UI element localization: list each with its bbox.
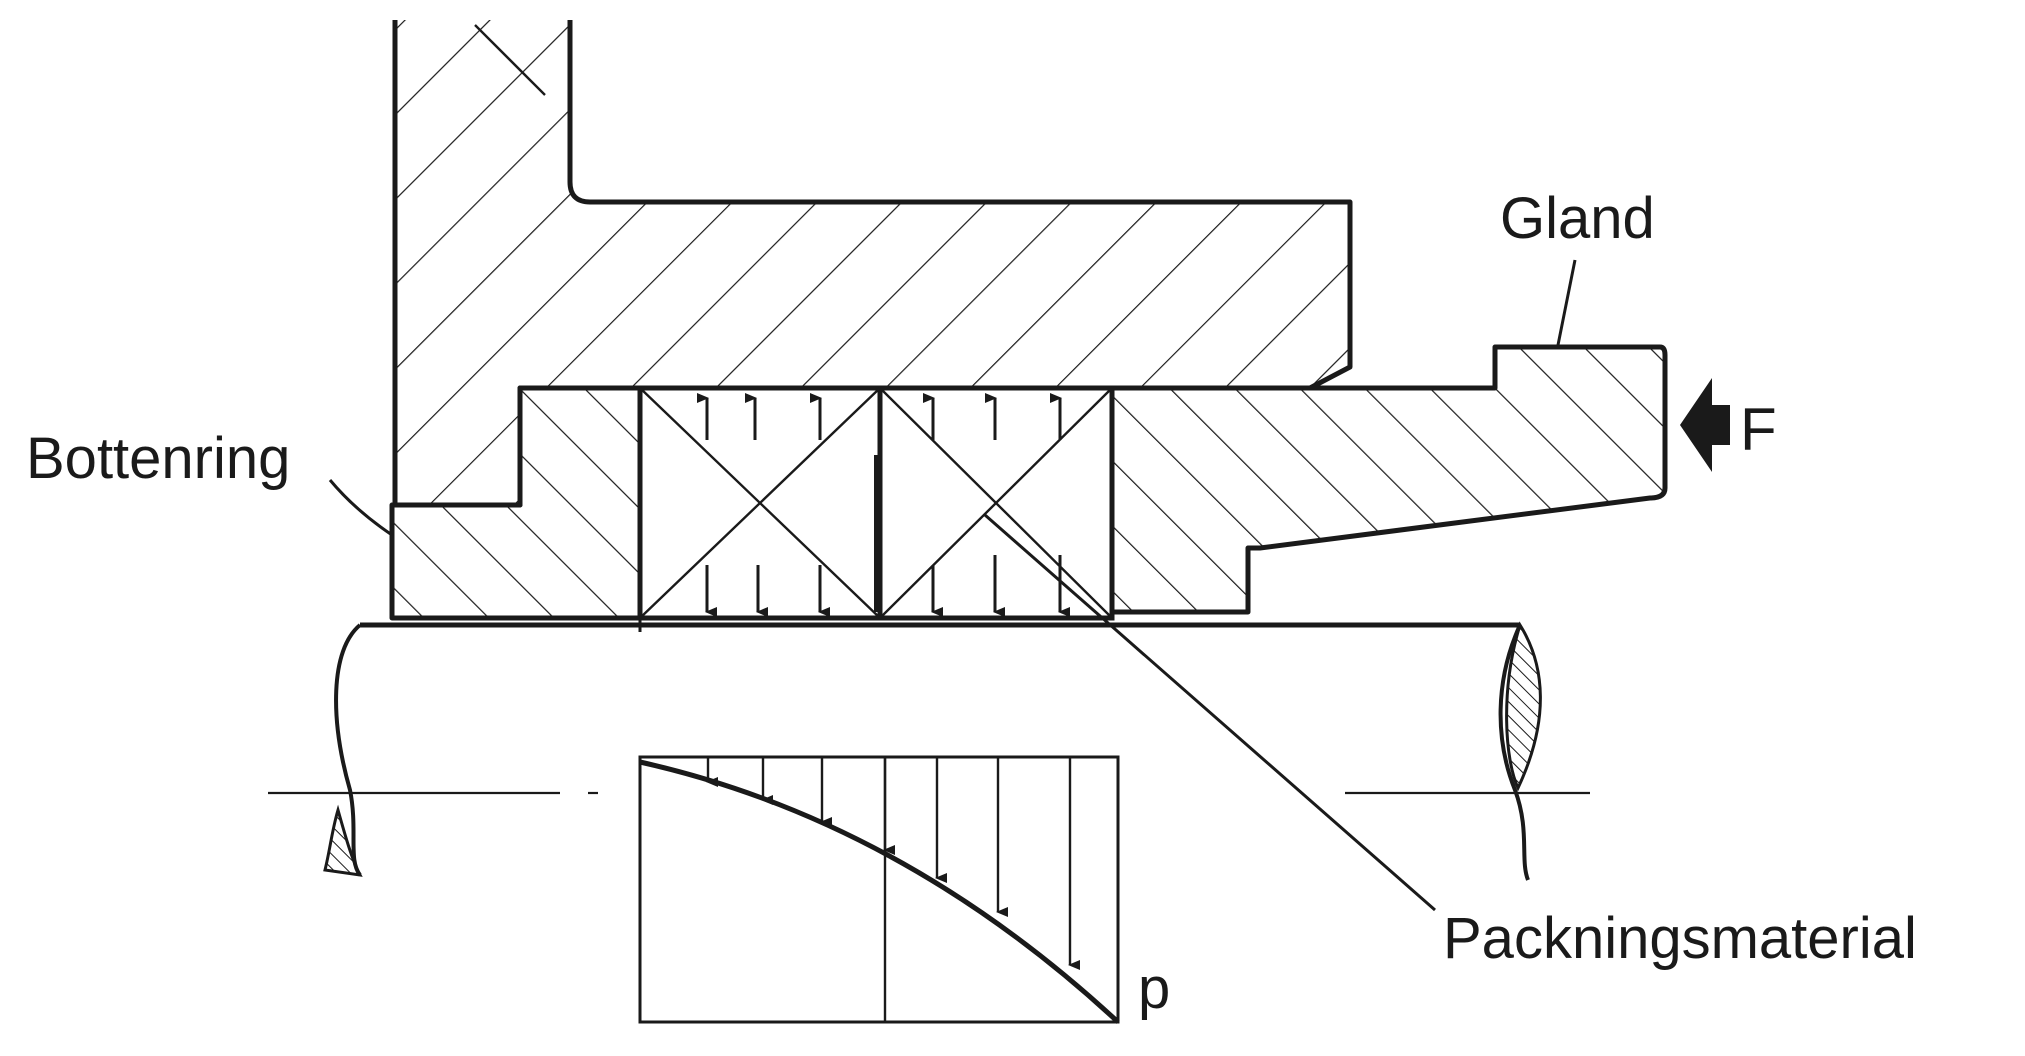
- gland-label: Gland: [1500, 186, 1655, 251]
- packing-material: [637, 385, 1115, 621]
- gland: [1109, 344, 1668, 615]
- pressure-arrows-top: [697, 393, 1062, 440]
- arrow-left-icon: [1680, 378, 1730, 472]
- bottenring-leader: [328, 479, 393, 537]
- packningsmaterial-label: Packningsmaterial: [1443, 906, 1917, 971]
- pressure-distribution: [638, 755, 1120, 1024]
- leader-lines: [328, 259, 1577, 912]
- pressure-arrows-bottom: [705, 555, 1070, 617]
- force-label: F: [1740, 396, 1777, 463]
- gland-leader: [1556, 259, 1577, 346]
- pressure-label: p: [1138, 956, 1171, 1021]
- shaft: [323, 618, 1542, 881]
- bottenring-label: Bottenring: [26, 426, 291, 491]
- packningsmaterial-leader: [984, 513, 1436, 912]
